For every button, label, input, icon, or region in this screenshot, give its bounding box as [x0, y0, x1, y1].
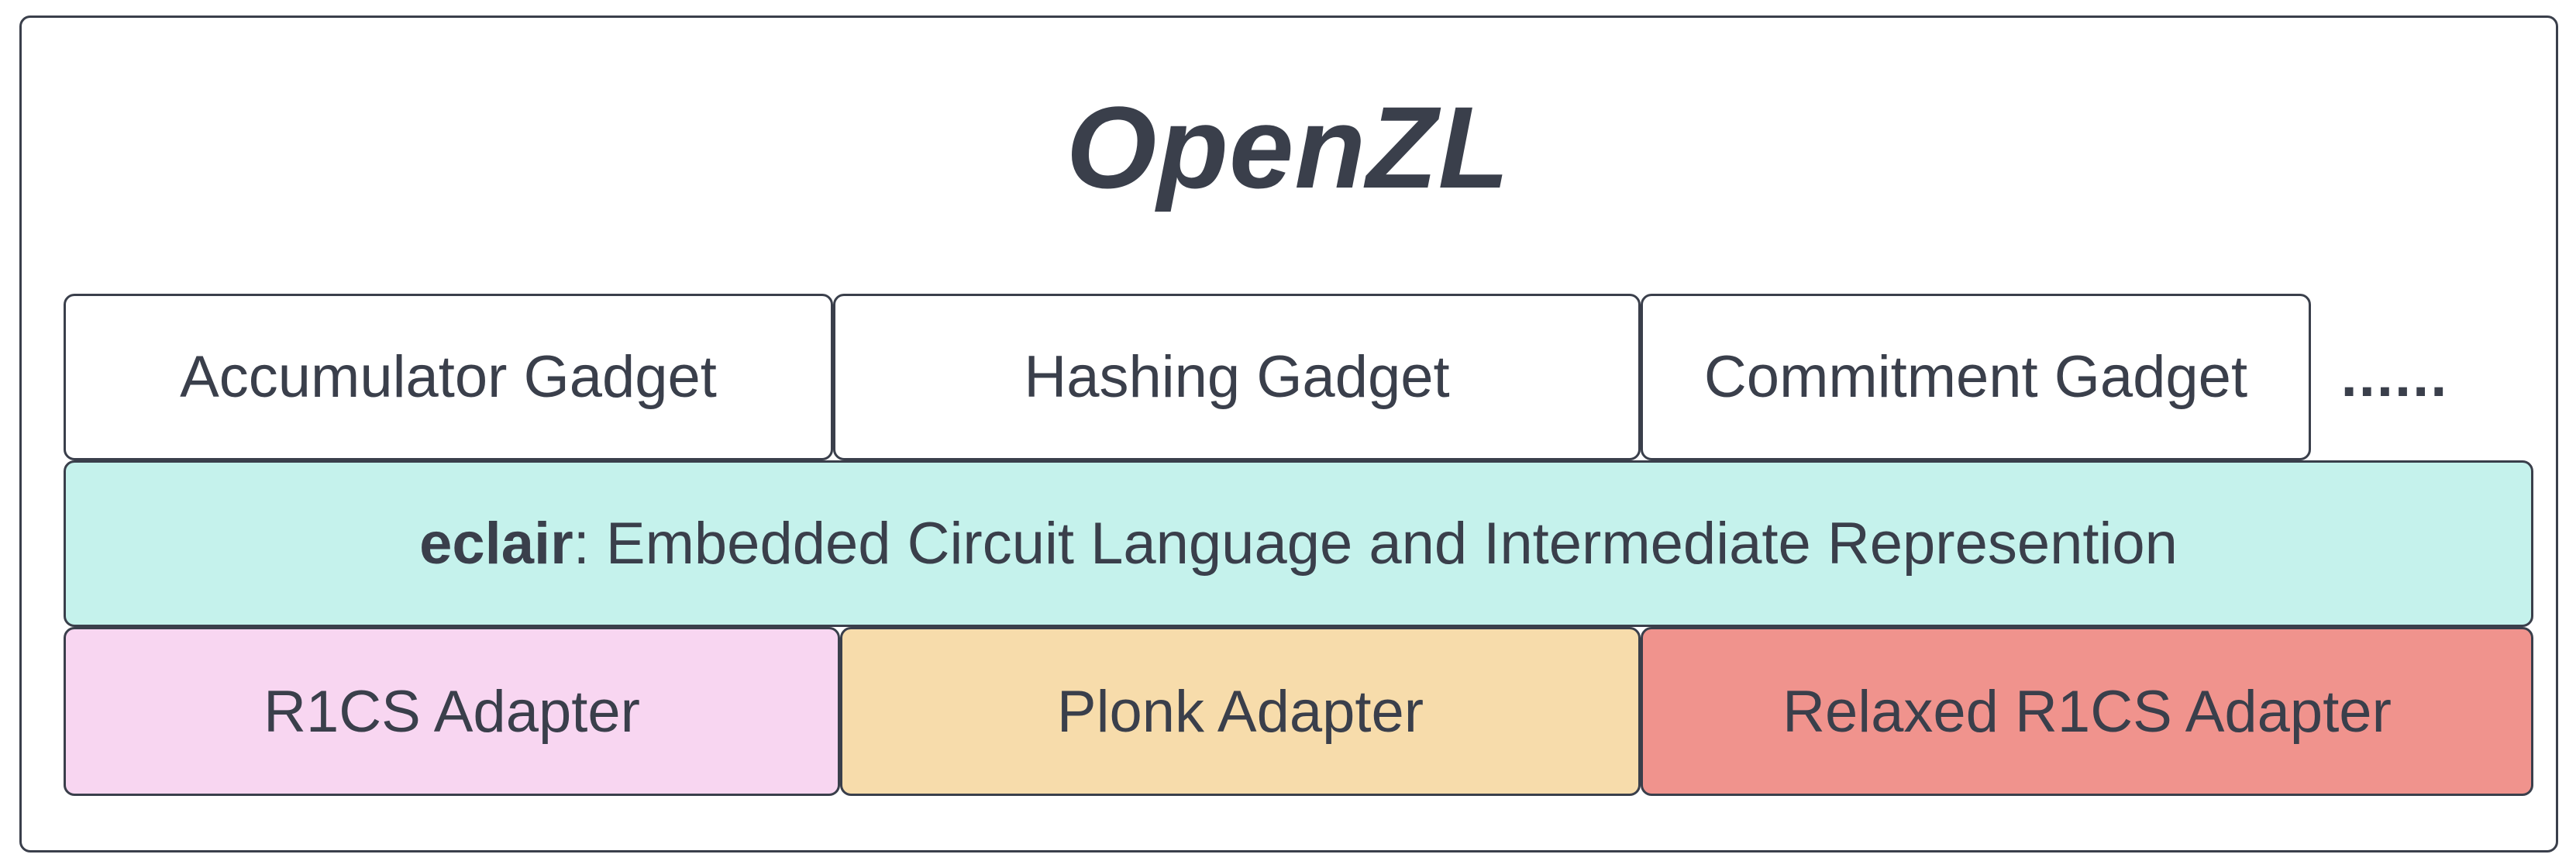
accumulator-gadget-box: Accumulator Gadget: [64, 294, 833, 460]
diagram-title: OpenZL: [1066, 81, 1510, 212]
commitment-gadget-box: Commitment Gadget: [1641, 294, 2311, 460]
plonk-adapter-box: Plonk Adapter: [840, 627, 1641, 796]
r1cs-adapter-box: R1CS Adapter: [64, 627, 840, 796]
eclair-description: : Embedded Circuit Language and Intermed…: [573, 511, 2178, 577]
more-gadgets-ellipsis: ......: [2340, 343, 2449, 409]
eclair-name: eclair: [419, 511, 573, 577]
hashing-gadget-box: Hashing Gadget: [833, 294, 1641, 460]
r1cs-adapter-label: R1CS Adapter: [263, 678, 640, 745]
relaxed-r1cs-adapter-box: Relaxed R1CS Adapter: [1641, 627, 2533, 796]
hashing-gadget-label: Hashing Gadget: [1024, 344, 1450, 410]
accumulator-gadget-label: Accumulator Gadget: [180, 344, 717, 410]
relaxed-r1cs-adapter-label: Relaxed R1CS Adapter: [1782, 678, 2392, 745]
plonk-adapter-label: Plonk Adapter: [1056, 678, 1424, 745]
commitment-gadget-label: Commitment Gadget: [1703, 344, 2248, 410]
eclair-layer-box: eclair: Embedded Circuit Language and In…: [64, 460, 2533, 627]
